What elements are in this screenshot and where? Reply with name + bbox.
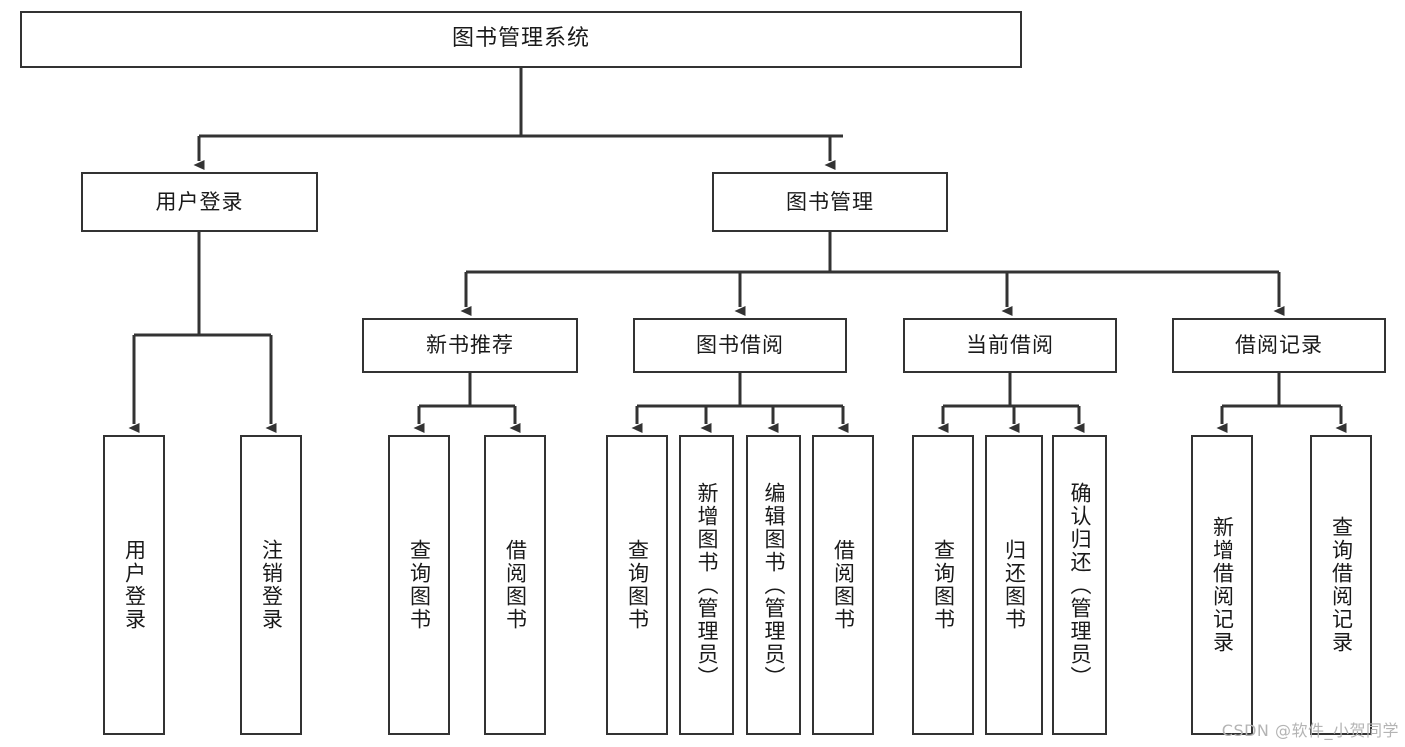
node-leaf-user-login[interactable]: 用户登录 <box>103 435 165 735</box>
node-leaf-edit-book[interactable]: 编辑图书（管理员） <box>746 435 801 735</box>
node-book-borrow[interactable]: 图书借阅 <box>633 318 847 373</box>
node-leaf-query-book-3-label: 查询图书 <box>931 539 956 631</box>
node-book-manage[interactable]: 图书管理 <box>712 172 948 232</box>
node-root-label: 图书管理系统 <box>451 26 590 52</box>
node-user-login-label: 用户登录 <box>155 189 244 214</box>
node-leaf-return-book[interactable]: 归还图书 <box>985 435 1043 735</box>
node-leaf-query-book-2[interactable]: 查询图书 <box>606 435 668 735</box>
watermark: CSDN @软件_小贺同学 <box>1221 721 1399 740</box>
node-leaf-user-login-label: 用户登录 <box>122 539 147 631</box>
node-leaf-query-book-3[interactable]: 查询图书 <box>912 435 974 735</box>
node-leaf-query-book-1[interactable]: 查询图书 <box>388 435 450 735</box>
node-leaf-query-book-2-label: 查询图书 <box>625 539 650 631</box>
node-leaf-borrow-book-1-label: 借阅图书 <box>503 539 528 631</box>
node-leaf-confirm-return[interactable]: 确认归还（管理员） <box>1052 435 1107 735</box>
node-leaf-return-book-label: 归还图书 <box>1002 539 1027 631</box>
node-user-login[interactable]: 用户登录 <box>81 172 318 232</box>
node-book-borrow-label: 图书借阅 <box>696 333 784 358</box>
node-leaf-borrow-book-1[interactable]: 借阅图书 <box>484 435 546 735</box>
node-leaf-add-record[interactable]: 新增借阅记录 <box>1191 435 1253 735</box>
node-leaf-add-book-label: 新增图书（管理员） <box>694 481 719 689</box>
node-new-book-recommend-label: 新书推荐 <box>426 333 514 358</box>
node-book-manage-label: 图书管理 <box>786 189 874 214</box>
node-leaf-borrow-book-2-label: 借阅图书 <box>831 539 856 631</box>
node-borrow-record[interactable]: 借阅记录 <box>1172 318 1386 373</box>
node-root[interactable]: 图书管理系统 <box>20 11 1022 68</box>
node-leaf-user-logout-label: 注销登录 <box>259 539 284 631</box>
node-current-borrow[interactable]: 当前借阅 <box>903 318 1117 373</box>
node-leaf-add-record-label: 新增借阅记录 <box>1210 516 1235 654</box>
node-leaf-query-record[interactable]: 查询借阅记录 <box>1310 435 1372 735</box>
node-current-borrow-label: 当前借阅 <box>966 333 1054 358</box>
node-leaf-user-logout[interactable]: 注销登录 <box>240 435 302 735</box>
node-leaf-add-book[interactable]: 新增图书（管理员） <box>679 435 734 735</box>
node-leaf-query-book-1-label: 查询图书 <box>407 539 432 631</box>
node-leaf-edit-book-label: 编辑图书（管理员） <box>761 481 786 689</box>
node-new-book-recommend[interactable]: 新书推荐 <box>362 318 578 373</box>
node-leaf-borrow-book-2[interactable]: 借阅图书 <box>812 435 874 735</box>
node-leaf-confirm-return-label: 确认归还（管理员） <box>1067 481 1092 689</box>
node-leaf-query-record-label: 查询借阅记录 <box>1329 516 1354 654</box>
node-borrow-record-label: 借阅记录 <box>1235 333 1323 358</box>
